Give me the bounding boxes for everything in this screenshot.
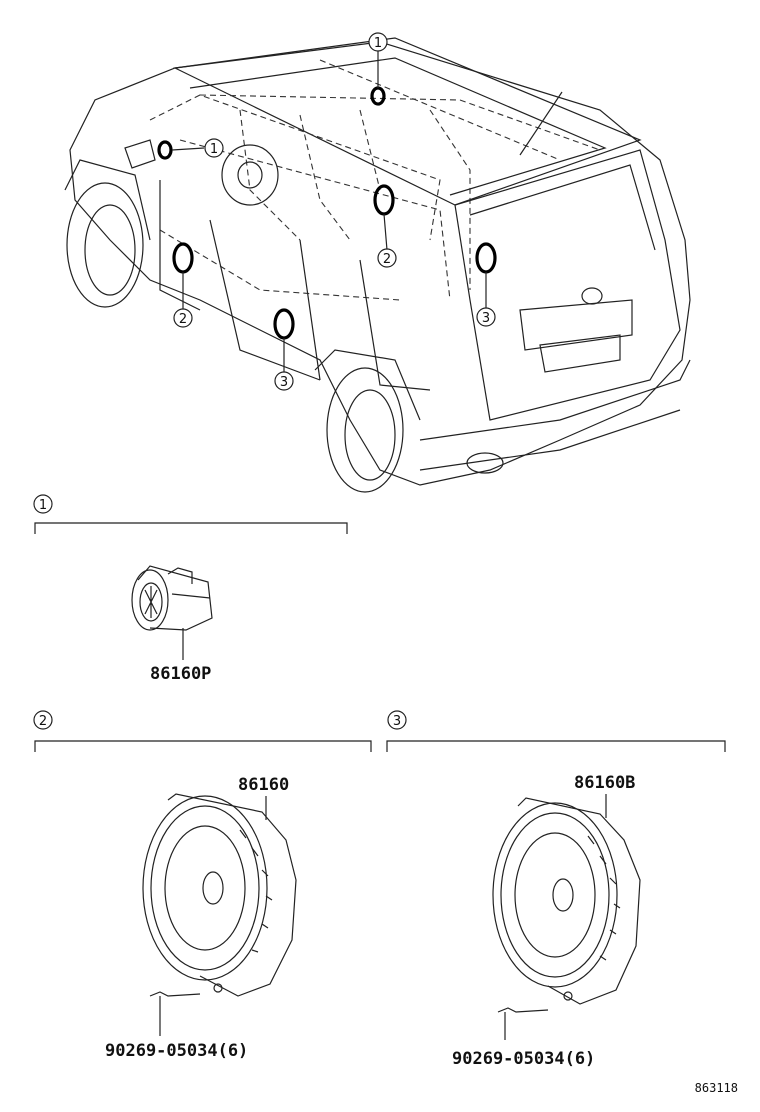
speaker-location-marker bbox=[370, 86, 386, 106]
callout-3-rear: 3 bbox=[476, 307, 496, 327]
part-number-86160P: 86160P bbox=[150, 664, 211, 684]
callout-1-top: 1 bbox=[368, 32, 388, 52]
callout-number: 3 bbox=[280, 375, 288, 390]
bolt-part-number: 90269-05034(6) bbox=[452, 1049, 595, 1069]
callout-number: 2 bbox=[383, 252, 391, 267]
callout-2-rear: 2 bbox=[377, 248, 397, 268]
bolt-part-number: 90269-05034(6) bbox=[105, 1041, 248, 1061]
speaker-location-marker bbox=[373, 184, 395, 216]
speaker-location-marker bbox=[273, 308, 295, 340]
callout-number: 1 bbox=[210, 142, 218, 157]
speaker-location-marker bbox=[172, 242, 194, 274]
callout-number: 1 bbox=[374, 36, 382, 51]
vehicle-illustration: 1 1 2 2 3 3 bbox=[64, 32, 691, 493]
section-number: 1 bbox=[39, 498, 47, 513]
section-bracket bbox=[34, 522, 348, 534]
callout-2-front: 2 bbox=[173, 308, 193, 328]
speaker-location-marker bbox=[157, 140, 173, 160]
callout-1-front: 1 bbox=[204, 138, 224, 158]
part-number-86160B: 86160B bbox=[574, 773, 635, 793]
section-2: 2 86160 90269-05034(6) bbox=[33, 710, 372, 1061]
section-number: 3 bbox=[393, 714, 401, 729]
section-number: 2 bbox=[39, 714, 47, 729]
speaker-location-marker bbox=[475, 242, 497, 274]
callout-number: 2 bbox=[179, 312, 187, 327]
section-bracket bbox=[386, 740, 726, 752]
illustration-code: 863118 bbox=[695, 1081, 738, 1095]
part-number-86160: 86160 bbox=[238, 775, 289, 795]
section-1: 1 86160P bbox=[33, 494, 348, 684]
callout-3-side: 3 bbox=[274, 371, 294, 391]
rear-door-speaker-illustration bbox=[492, 797, 641, 1005]
section-bracket bbox=[34, 740, 372, 752]
section-3: 3 86160B 90269-05034(6) bbox=[386, 710, 726, 1069]
door-speaker-illustration bbox=[142, 793, 297, 997]
callout-number: 3 bbox=[482, 311, 490, 326]
tweeter-illustration bbox=[131, 565, 213, 631]
